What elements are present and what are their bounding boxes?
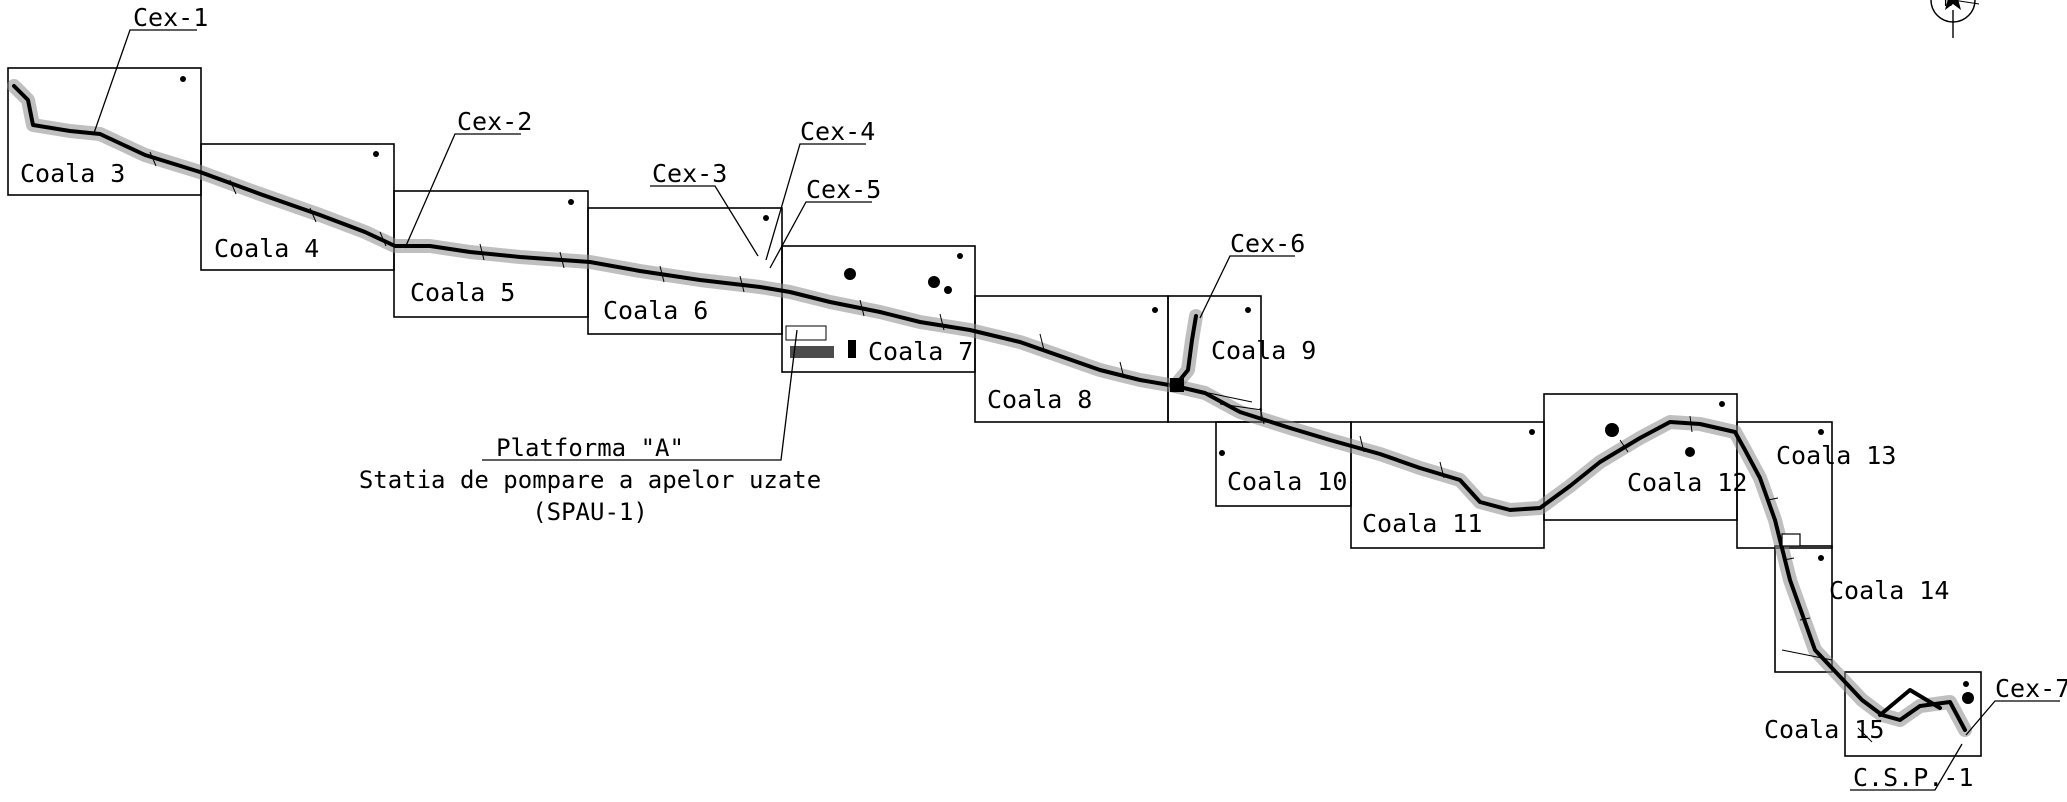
sheet-label: Coala 7: [868, 337, 973, 366]
leader-cex-7: [1965, 700, 2060, 736]
sheet-label: Coala 11: [1362, 509, 1482, 538]
crossing-label: Cex-6: [1230, 229, 1305, 258]
platform-title: Platforma "A": [496, 434, 684, 462]
sheet-frame-15[interactable]: [1844, 671, 1982, 757]
pipeline-route: [7, 79, 1972, 737]
sheet-label: Coala 8: [987, 385, 1092, 414]
leader-lines: [93, 29, 2060, 791]
crossing-label: C.S.P.-1: [1853, 763, 1973, 792]
sheet-frame-14[interactable]: [1774, 545, 1833, 673]
sheet-label: Coala 15: [1764, 715, 1884, 744]
north-arrow-icon: N: [1930, 0, 1980, 38]
sheet-label: Coala 10: [1227, 467, 1347, 496]
crossing-label: Cex-4: [800, 117, 875, 146]
sheet-stamps: [180, 76, 1969, 687]
sheet-label: Coala 3: [20, 159, 125, 188]
leader-csp-1: [1850, 743, 1963, 791]
platform-code: (SPAU-1): [532, 498, 648, 526]
north-letter: N: [1944, 0, 1952, 10]
sheet-label: Coala 13: [1776, 441, 1896, 470]
sheet-labels: Coala 3 Coala 4 Coala 5 Coala 6 Coala 7 …: [20, 159, 1949, 744]
crossing-label: Cex-3: [652, 159, 727, 188]
leader-cex-1: [93, 29, 197, 134]
platform-caption: Platforma "A" Statia de pompare a apelor…: [359, 434, 821, 526]
sheet-frame-3[interactable]: [7, 67, 202, 196]
sheet-label: Coala 12: [1627, 468, 1747, 497]
crossing-label: Cex-5: [806, 175, 881, 204]
sheet-frame-12[interactable]: [1543, 393, 1738, 521]
crossing-label: Cex-7: [1995, 674, 2067, 703]
leader-cex-2: [404, 133, 521, 249]
sheet-label: Coala 6: [603, 296, 708, 325]
platform-graphics: [785, 268, 1974, 743]
sheet-label: Coala 5: [410, 278, 515, 307]
leader-cex-6: [1199, 255, 1295, 319]
leader-cex-5: [769, 201, 872, 269]
sheet-label: Coala 9: [1211, 336, 1316, 365]
sheet-label: Coala 4: [214, 234, 319, 263]
crossing-labels: Cex-1 Cex-2 Cex-3 Cex-4 Cex-5 Cex-6 Cex-…: [133, 3, 2067, 792]
platform-description: Statia de pompare a apelor uzate: [359, 466, 821, 494]
sheet-label: Coala 14: [1829, 576, 1949, 605]
crossing-label: Cex-2: [457, 107, 532, 136]
sheet-frame-9[interactable]: [1167, 295, 1262, 423]
leader-platform: [482, 329, 798, 461]
leader-cex-3: [650, 185, 759, 257]
crossing-label: Cex-1: [133, 3, 208, 32]
leader-cex-4: [765, 143, 866, 261]
